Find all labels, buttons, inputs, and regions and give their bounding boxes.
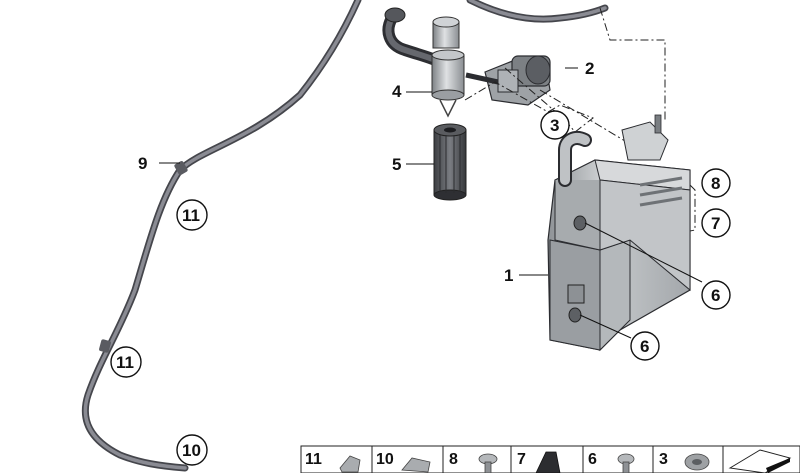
callout-4: 4 <box>392 82 402 101</box>
legend-8: 8 <box>449 451 458 468</box>
callout-2: 2 <box>585 59 594 78</box>
legend-6: 6 <box>588 451 597 468</box>
callout-1: 1 <box>504 266 513 285</box>
callout-6-upper: 6 <box>711 286 720 305</box>
purge-valve <box>465 55 551 106</box>
callout-7: 7 <box>711 214 720 233</box>
callout-9: 9 <box>138 154 147 173</box>
double-clip-icon <box>401 457 431 473</box>
legend-11: 11 <box>305 451 322 468</box>
callout-11-lower: 11 <box>116 353 134 372</box>
legend-10: 10 <box>376 451 394 468</box>
legend-7: 7 <box>517 451 526 468</box>
callout-6-lower: 6 <box>640 337 649 356</box>
callout-8: 8 <box>711 174 720 193</box>
charcoal-canister <box>547 114 691 352</box>
callout-10: 10 <box>182 441 201 460</box>
callout-11-upper: 11 <box>182 206 200 225</box>
callouts: 1 2 3 4 5 6 6 7 8 9 10 11 11 <box>110 59 731 466</box>
fuel-vapor-hose <box>81 0 609 472</box>
callout-3: 3 <box>550 116 559 135</box>
callout-5: 5 <box>392 155 401 174</box>
callout-leaders <box>159 67 703 339</box>
rubber-mount-icon <box>535 451 561 473</box>
legend-3: 3 <box>659 451 668 468</box>
parts-legend: 11 10 8 7 6 3 <box>300 445 800 473</box>
valve-assembly <box>382 7 465 118</box>
filter-element <box>433 123 467 201</box>
clip-icon <box>339 455 361 473</box>
